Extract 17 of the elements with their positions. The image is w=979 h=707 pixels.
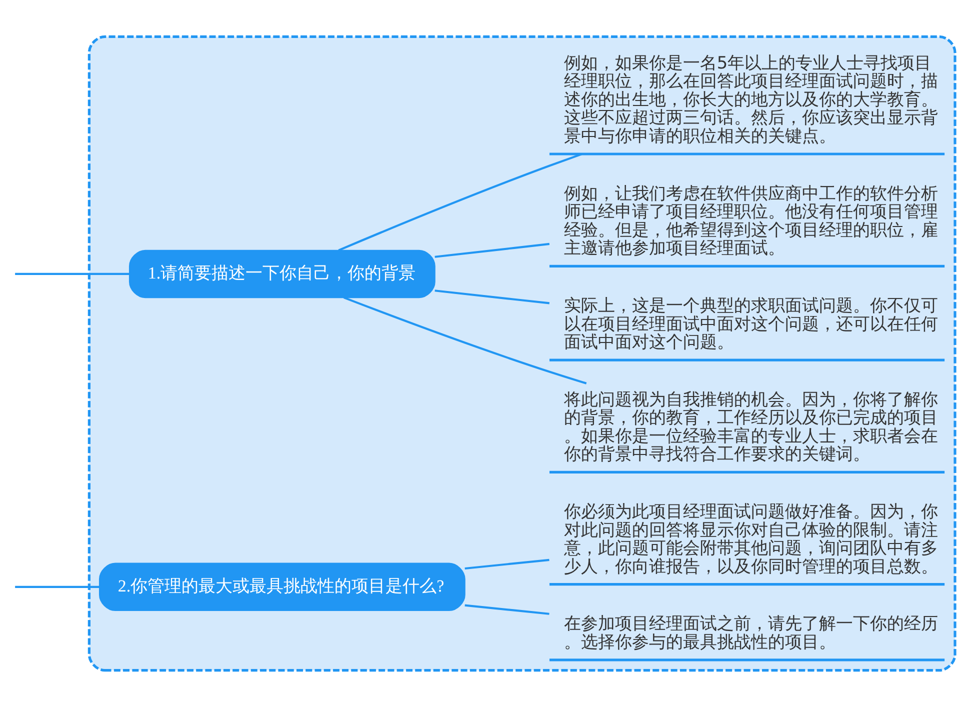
connector <box>15 586 100 588</box>
connector <box>338 153 582 252</box>
connector <box>343 296 587 384</box>
connector <box>15 272 130 275</box>
node-box: 1.请简要描述一下你自己，你的背景 <box>128 250 436 298</box>
node-box: 2.你管理的最大或最具挑战性的项目是什么? <box>98 562 466 612</box>
connector <box>464 604 550 615</box>
node-text: 将此问题视为自我推销的机会。因为，你将了解你的背景，你的教育，工作经历以及你已完成的项目。如果你是一位经验丰富的专业人士，求职者会在你的背景中寻找符合工作要求的关键词。 <box>564 388 938 464</box>
connector <box>464 558 550 570</box>
connector <box>434 290 550 304</box>
node-text: 你必须为此项目经理面试问题做好准备。因为，你对此问题的回答将显示你对自己体验的限制。请注意，此问题可能会附带其他问题，询问团队中有多少人，你向谁报告，以及你同时管理的项目总数。 <box>564 501 938 576</box>
node-text: 例如，如果你是一名5年以上的专业人士寻找项目经理职位，那么在回答此项目经理面试问题时，描述你的出生地，你长大的地方以及你的大学教育。这些不应超过两三句话。然后，你应该突出显示背景中与你申请的职位相关的关键点。 <box>564 52 938 146</box>
node-text: 在参加项目经理面试之前，请先了解一下你的经历。选择你参与的最具挑战性的项目。 <box>564 613 938 652</box>
node-text: 实际上，这是一个典型的求职面试问题。你不仅可以在项目经理面试中面对这个问题，还可以在任何面试中面对这个问题。 <box>564 294 938 352</box>
node-text: 例如，让我们考虑在软件供应商中工作的软件分析师已经申请了项目经理职位。他没有任何项目管理经验。但是，他希望得到这个项目经理的职位，雇主邀请他参加项目经理面试。 <box>564 182 938 258</box>
connector <box>434 242 550 258</box>
cluster <box>88 35 956 672</box>
